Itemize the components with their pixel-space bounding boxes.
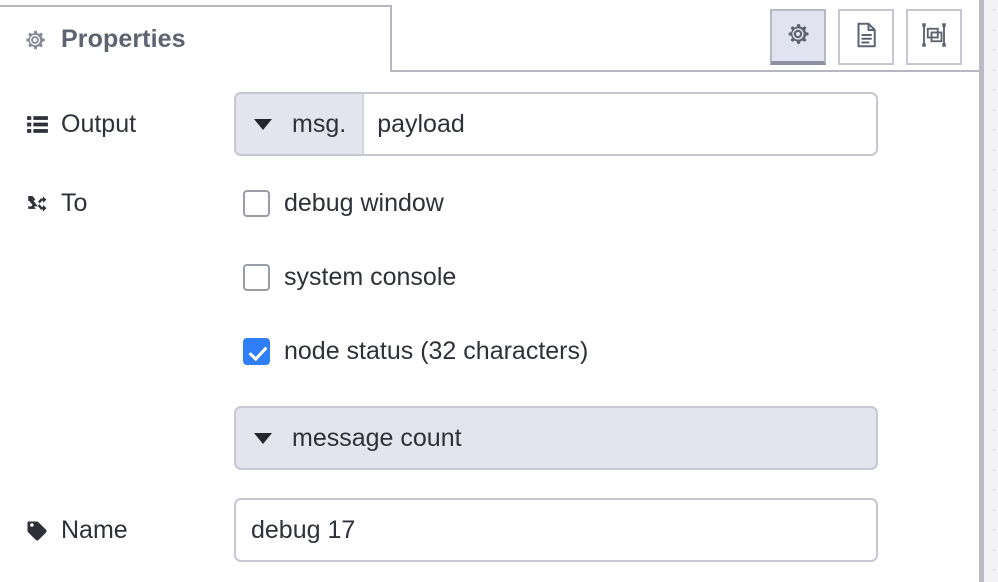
- name-label-text: Name: [61, 515, 128, 544]
- gear-icon: [784, 20, 812, 53]
- checkbox-node-status-label: node status (32 characters): [284, 336, 589, 365]
- panel-header-buttons: [770, 9, 962, 65]
- chevron-down-icon: [254, 118, 272, 130]
- document-icon: [851, 20, 881, 55]
- checkbox-debug-window-label: debug window: [284, 188, 444, 217]
- appearance-icon: [919, 20, 949, 55]
- panel-resize-handle[interactable]: [979, 0, 984, 582]
- flow-canvas: [984, 0, 998, 582]
- name-row: Name debug 17: [0, 498, 979, 562]
- shuffle-icon: [24, 190, 50, 216]
- tabstrip-divider: [391, 70, 979, 72]
- output-type-label: msg.: [292, 109, 347, 138]
- output-typed-input[interactable]: msg. payload: [234, 92, 878, 156]
- status-type-select[interactable]: message count: [234, 406, 878, 470]
- panel-tabstrip: Properties: [0, 0, 979, 72]
- output-label: Output: [24, 101, 136, 147]
- checkbox-debug-window[interactable]: [243, 189, 270, 217]
- name-label: Name: [24, 507, 128, 553]
- to-label: To: [24, 180, 87, 226]
- gear-icon: [22, 27, 48, 53]
- output-label-text: Output: [61, 109, 137, 138]
- tab-properties[interactable]: Properties: [0, 5, 392, 72]
- tab-properties-label: Properties: [61, 25, 186, 53]
- appearance-button[interactable]: [906, 9, 962, 65]
- properties-button[interactable]: [770, 9, 826, 65]
- checkbox-node-status[interactable]: [243, 337, 270, 365]
- description-button[interactable]: [838, 9, 894, 65]
- checkbox-system-console-label: system console: [284, 262, 457, 291]
- status-type-select-value: message count: [292, 423, 462, 452]
- to-label-text: To: [61, 188, 88, 217]
- output-value-input[interactable]: payload: [364, 94, 876, 154]
- to-option-system-console[interactable]: system console: [243, 261, 456, 293]
- checkbox-system-console[interactable]: [243, 263, 270, 291]
- name-input[interactable]: debug 17: [234, 498, 878, 562]
- output-type-select[interactable]: msg.: [236, 94, 365, 154]
- list-icon: [24, 111, 50, 137]
- to-option-node-status[interactable]: node status (32 characters): [243, 335, 588, 367]
- tag-icon: [24, 517, 50, 543]
- to-option-debug-window[interactable]: debug window: [243, 187, 444, 219]
- chevron-down-icon: [254, 432, 272, 444]
- output-row: Output msg. payload: [0, 92, 979, 156]
